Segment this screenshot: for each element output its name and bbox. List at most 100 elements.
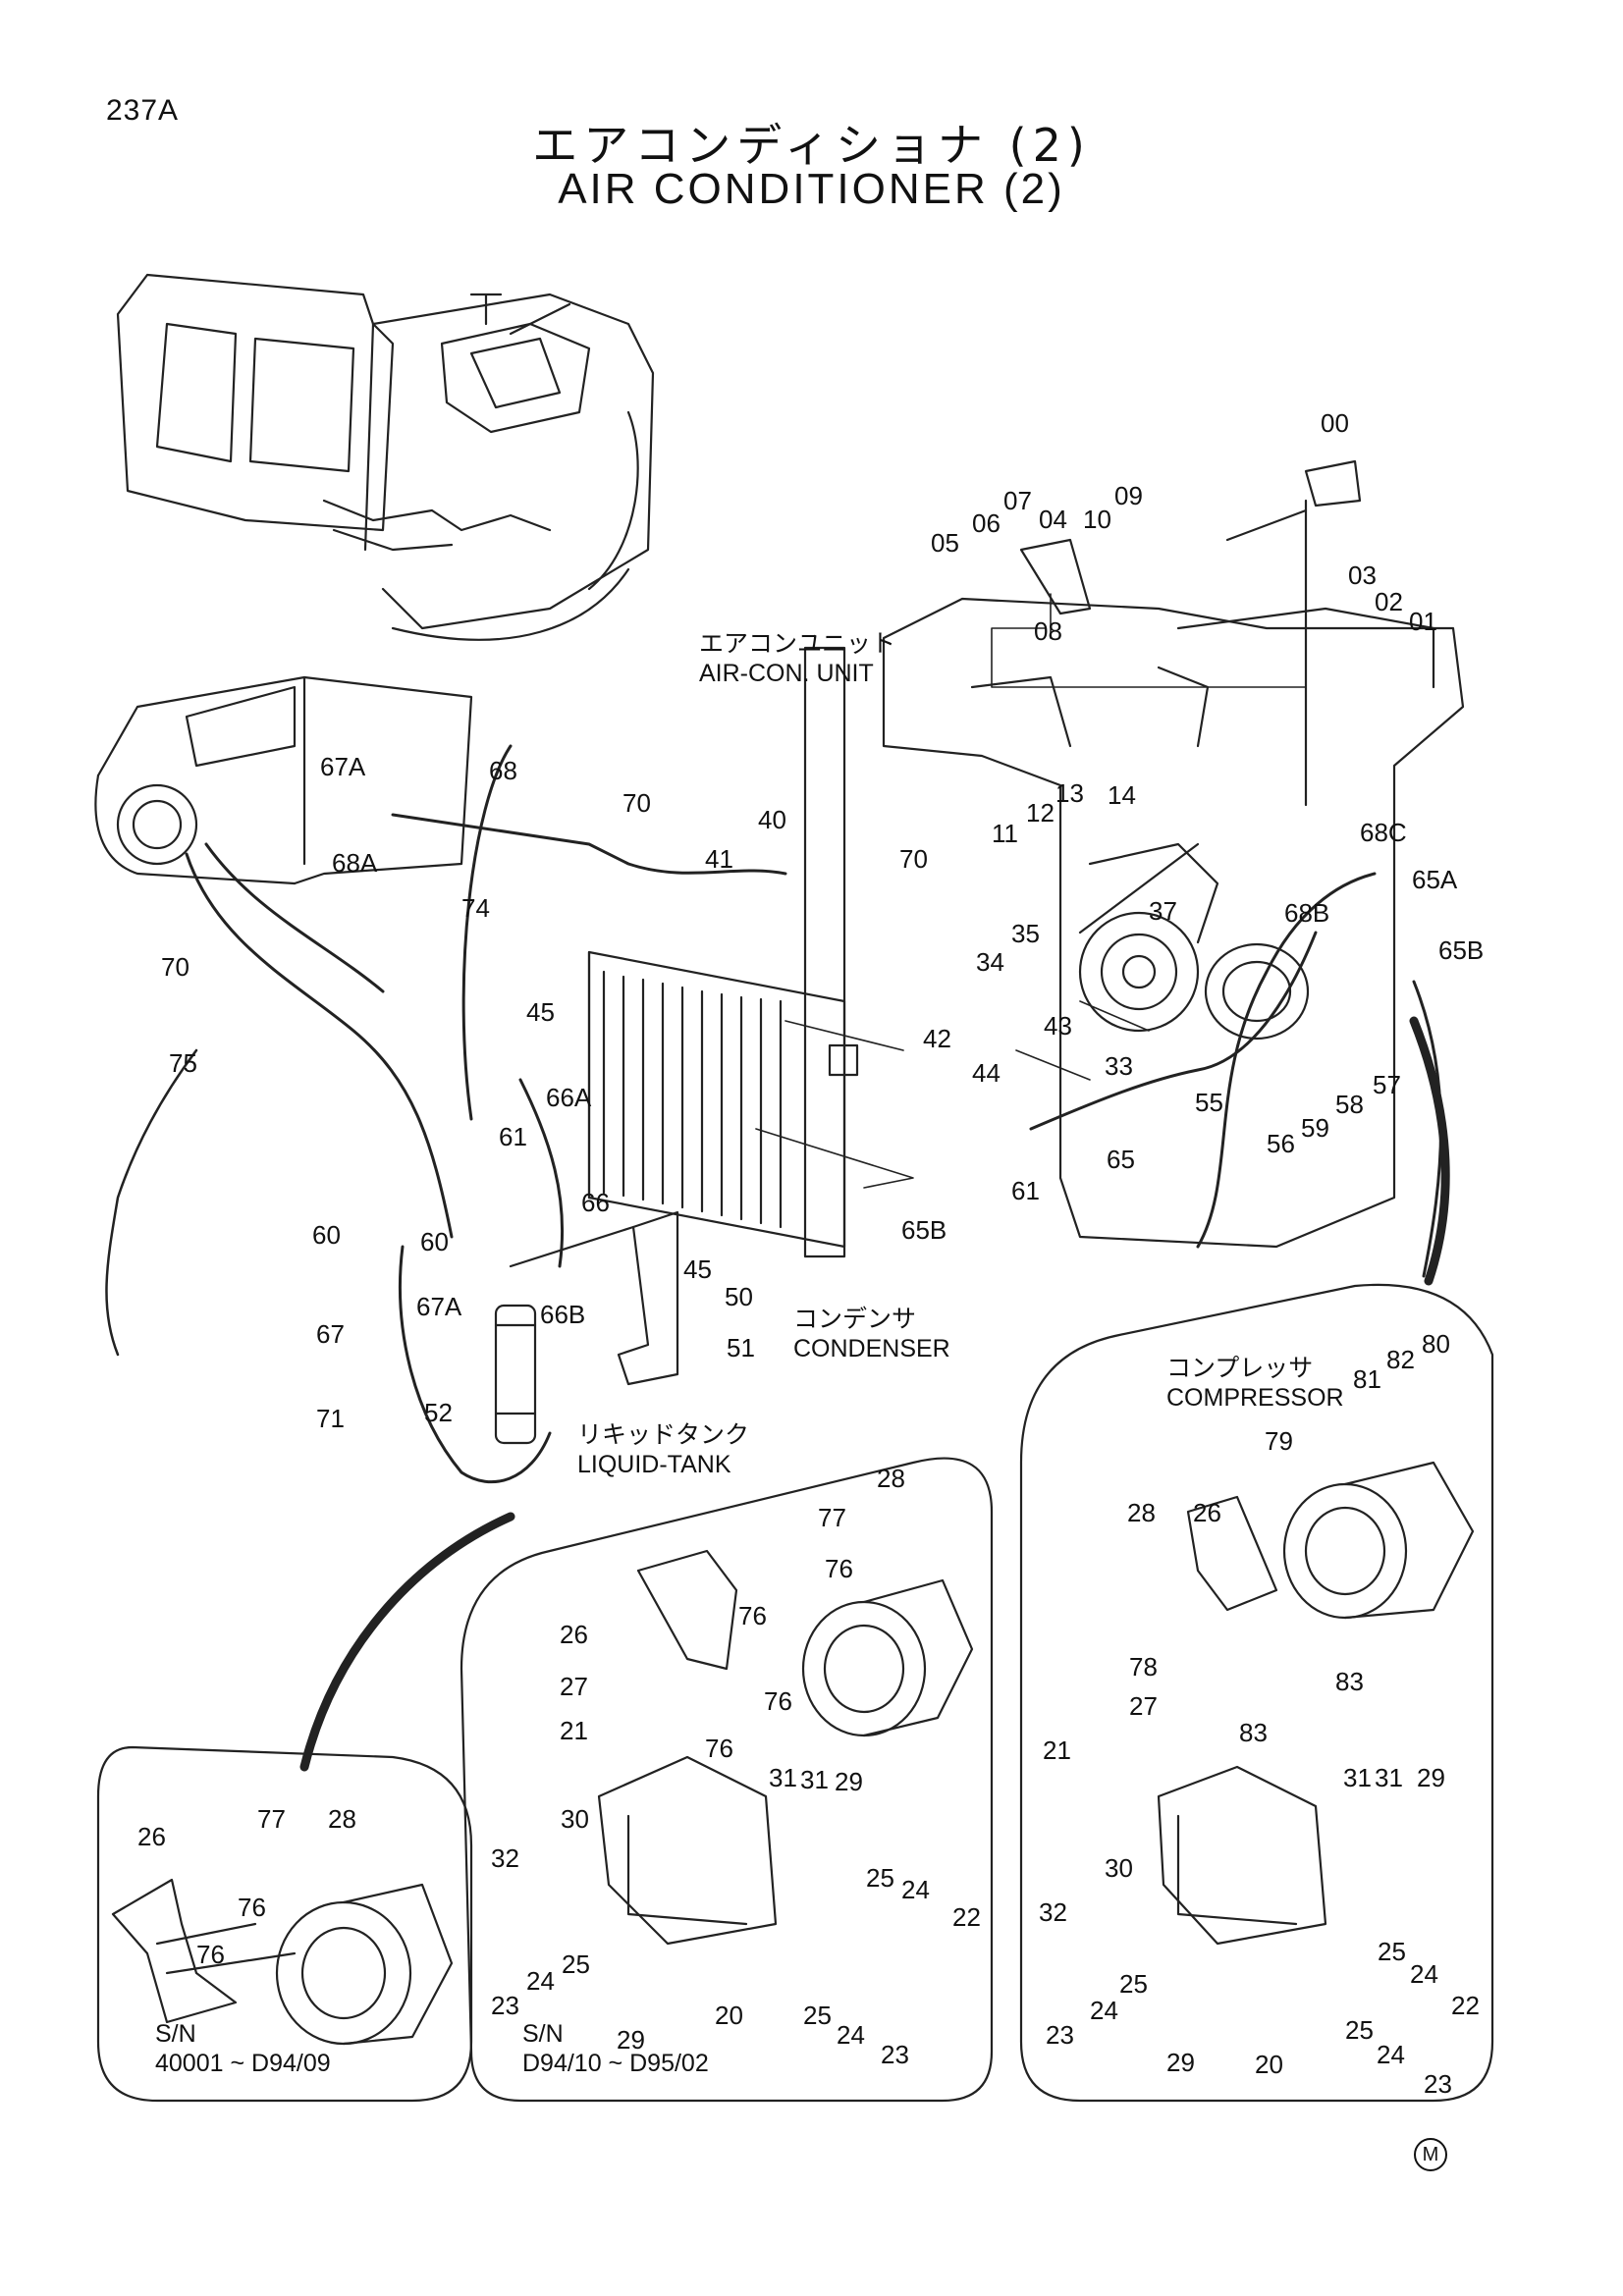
callout-65a: 65A — [1412, 865, 1458, 894]
callout-00: 00 — [1321, 408, 1349, 438]
top-bracket-parts-drawing — [1019, 459, 1362, 807]
detail-middle-callout-23b: 23 — [881, 2040, 909, 2069]
caption-compressor-jp: コンプレッサ — [1166, 1355, 1314, 1382]
callout-74: 74 — [461, 893, 490, 923]
detail-left-callout-28: 28 — [328, 1804, 356, 1834]
detail-middle-callout-25a: 25 — [866, 1863, 894, 1893]
callout-70-top: 70 — [622, 788, 651, 818]
caption-compressor: コンプレッサ COMPRESSOR — [1166, 1355, 1344, 1413]
callout-02: 02 — [1375, 587, 1403, 616]
callout-80: 80 — [1422, 1329, 1450, 1359]
detail-left-callout-77: 77 — [257, 1804, 286, 1834]
detail-middle-callout-23a: 23 — [491, 1991, 519, 2020]
detail-frame-right — [1019, 1283, 1494, 2103]
caption-air-con-unit-en: AIR-CON. UNIT — [699, 659, 874, 687]
callout-14: 14 — [1108, 780, 1136, 810]
callout-09: 09 — [1114, 481, 1143, 510]
detail-right-callout-29b: 29 — [1166, 2048, 1195, 2077]
condenser-drawing — [587, 646, 859, 1258]
callout-04: 04 — [1039, 505, 1067, 534]
leader-curve-right — [1409, 1016, 1450, 1286]
detail-right-callout-20: 20 — [1255, 2050, 1283, 2079]
detail-middle-callout-20: 20 — [715, 2001, 743, 2030]
callout-10: 10 — [1083, 505, 1111, 534]
detail-middle-callout-29a: 29 — [835, 1767, 863, 1796]
callout-67a-bottom: 67A — [416, 1292, 462, 1321]
callout-11: 11 — [992, 819, 1018, 848]
callout-58: 58 — [1335, 1090, 1364, 1119]
detail-right-callout-78: 78 — [1129, 1652, 1158, 1682]
compressor-detail-right-drawing — [1157, 1461, 1475, 1946]
detail-right-callout-31a: 31 — [1343, 1763, 1372, 1792]
detail-middle-callout-24c: 24 — [837, 2020, 865, 2050]
detail-middle-callout-21: 21 — [560, 1716, 588, 1745]
callout-60-left: 60 — [312, 1220, 341, 1250]
detail-right-callout-21: 21 — [1043, 1735, 1071, 1765]
detail-middle-callout-31b: 31 — [800, 1765, 829, 1794]
detail-right-callout-25c: 25 — [1345, 2015, 1374, 2045]
detail-right-callout-24a: 24 — [1410, 1959, 1438, 1989]
callout-45-top: 45 — [526, 997, 555, 1027]
callout-59: 59 — [1301, 1113, 1329, 1143]
callout-68c: 68C — [1360, 818, 1407, 847]
serial-note-left-range: 40001 ~ D94/09 — [155, 2049, 331, 2077]
callout-70-mid: 70 — [899, 844, 928, 874]
callout-37: 37 — [1149, 896, 1177, 926]
leader-curve-left — [299, 1512, 515, 1772]
detail-middle-callout-76a: 76 — [825, 1554, 853, 1583]
detail-left-callout-26: 26 — [137, 1822, 166, 1851]
callout-03: 03 — [1348, 561, 1377, 590]
caption-condenser: コンデンサ CONDENSER — [793, 1306, 950, 1363]
detail-middle-callout-28: 28 — [877, 1464, 905, 1493]
detail-middle-callout-77: 77 — [818, 1503, 846, 1532]
excavator-overview-drawing — [116, 273, 655, 641]
detail-middle-callout-24b: 24 — [526, 1966, 555, 1996]
caption-condenser-en: CONDENSER — [793, 1334, 950, 1362]
caption-condenser-jp: コンデンサ — [793, 1306, 917, 1333]
callout-66a: 66A — [546, 1083, 592, 1112]
caption-compressor-en: COMPRESSOR — [1166, 1383, 1344, 1412]
callout-68: 68 — [489, 756, 517, 785]
callout-81: 81 — [1353, 1364, 1381, 1394]
detail-right-callout-30: 30 — [1105, 1853, 1133, 1883]
callout-43: 43 — [1044, 1011, 1072, 1041]
title-english: AIR CONDITIONER (2) — [558, 165, 1065, 213]
pulley-belt-drawing — [1078, 842, 1310, 1041]
corner-mark: M — [1414, 2138, 1447, 2171]
detail-middle-callout-76b: 76 — [738, 1601, 767, 1630]
callout-35: 35 — [1011, 919, 1040, 948]
callout-57: 57 — [1373, 1070, 1401, 1099]
title-japanese: エアコンディショナ (2) — [532, 119, 1091, 172]
callout-13: 13 — [1055, 778, 1084, 808]
callout-42: 42 — [923, 1024, 951, 1053]
callout-68a: 68A — [332, 848, 378, 878]
detail-right-callout-24c: 24 — [1377, 2040, 1405, 2069]
callout-50: 50 — [725, 1282, 753, 1311]
detail-right-callout-28: 28 — [1127, 1498, 1156, 1527]
air-con-unit-drawing — [94, 675, 473, 885]
detail-right-callout-25a: 25 — [1378, 1937, 1406, 1966]
callout-33: 33 — [1105, 1051, 1133, 1081]
callout-67a-top: 67A — [320, 752, 366, 781]
detail-left-callout-76b: 76 — [196, 1940, 225, 1969]
detail-right-callout-29a: 29 — [1417, 1763, 1445, 1792]
serial-note-left: S/N 40001 ~ D94/09 — [155, 2020, 331, 2078]
caption-air-con-unit-jp: エアコンユニット — [699, 630, 896, 658]
liquid-tank-drawing — [494, 1304, 537, 1445]
callout-12: 12 — [1026, 798, 1055, 828]
callout-71: 71 — [316, 1404, 345, 1433]
detail-right-callout-24b: 24 — [1090, 1996, 1118, 2025]
detail-middle-callout-24a: 24 — [901, 1875, 930, 1904]
detail-middle-callout-26: 26 — [560, 1620, 588, 1649]
callout-79: 79 — [1265, 1426, 1293, 1456]
detail-right-callout-26: 26 — [1193, 1498, 1221, 1527]
detail-right-callout-83b: 83 — [1239, 1718, 1268, 1747]
callout-65b-mid: 65B — [901, 1215, 947, 1245]
serial-note-middle-prefix: S/N — [522, 2020, 564, 2048]
detail-right-callout-23b: 23 — [1424, 2069, 1452, 2099]
page-number: 237A — [106, 94, 180, 127]
detail-frame-left — [96, 1745, 473, 2103]
caption-liquid-tank-jp: リキッドタンク — [577, 1421, 750, 1449]
callout-70-left: 70 — [161, 952, 189, 982]
